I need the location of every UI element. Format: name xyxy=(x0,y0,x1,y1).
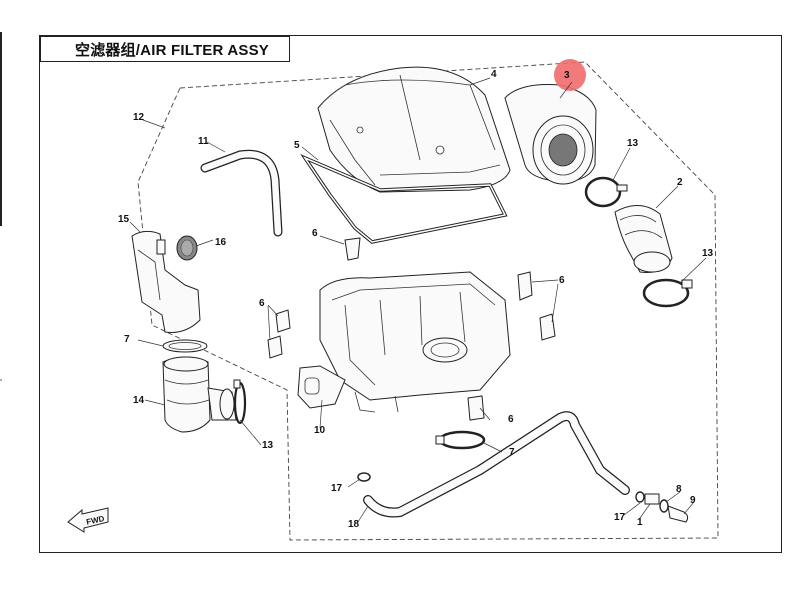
label-7-lower: 7 xyxy=(509,447,515,458)
part-6-clip-c[interactable] xyxy=(539,313,556,341)
label-8: 8 xyxy=(676,484,682,495)
title-box: 空滤器组/AIR FILTER ASSY xyxy=(40,36,290,62)
label-10: 10 xyxy=(314,425,326,436)
part-7-clamp-lower[interactable] xyxy=(435,430,486,450)
part-16-foam[interactable] xyxy=(176,235,198,261)
part-13-clamp-left[interactable] xyxy=(233,379,247,425)
part-6-clip-d[interactable] xyxy=(275,309,291,333)
label-14: 14 xyxy=(133,395,145,406)
label-6-c: 6 xyxy=(259,298,265,309)
diagram-frame xyxy=(39,35,782,553)
label-13-left: 13 xyxy=(262,440,274,451)
part-2-intake-boot[interactable] xyxy=(614,205,673,273)
label-17-right: 17 xyxy=(614,512,626,523)
part-15-intake-duct[interactable] xyxy=(131,230,201,333)
part-18-drain-hose[interactable] xyxy=(363,411,630,518)
fwd-arrow: FWD xyxy=(67,507,109,533)
label-6-a: 6 xyxy=(312,228,318,239)
part-11-breather-hose[interactable] xyxy=(200,149,283,237)
label-2: 2 xyxy=(677,177,683,188)
part-17-clip-left[interactable] xyxy=(357,472,371,482)
label-9: 9 xyxy=(690,495,696,506)
diagram-title: 空滤器组/AIR FILTER ASSY xyxy=(75,41,270,59)
part-7-gasket-left[interactable] xyxy=(162,339,208,353)
page-edge-line xyxy=(0,32,2,226)
part-13-clamp-upper[interactable] xyxy=(584,176,628,208)
label-15: 15 xyxy=(118,214,130,225)
part-9-plug[interactable] xyxy=(667,505,689,523)
fwd-label: FWD xyxy=(85,514,105,527)
label-12: 12 xyxy=(133,112,145,123)
label-5: 5 xyxy=(294,140,300,151)
part-6-clip-b[interactable] xyxy=(517,271,533,301)
label-13-top: 13 xyxy=(627,138,639,149)
label-3: 3 xyxy=(564,70,570,81)
label-16: 16 xyxy=(215,237,227,248)
part-3-filter-element[interactable] xyxy=(504,84,597,185)
label-6-b: 6 xyxy=(559,275,565,286)
label-17-left: 17 xyxy=(331,483,343,494)
highlight-circle xyxy=(554,59,586,91)
part-17-clip-right[interactable] xyxy=(635,491,645,503)
part-14-adapter[interactable] xyxy=(162,356,237,433)
part-labels: 12 11 5 4 3 13 2 13 6 6 6 6 15 16 7 14 1… xyxy=(118,69,714,530)
part-1-connector[interactable] xyxy=(644,493,660,505)
label-6-d: 6 xyxy=(508,414,514,425)
part-6-clip-e[interactable] xyxy=(267,335,283,359)
label-7-left: 7 xyxy=(124,334,130,345)
label-4: 4 xyxy=(491,69,497,80)
label-18: 18 xyxy=(348,519,360,530)
label-13-right: 13 xyxy=(702,248,714,259)
leader-lines xyxy=(129,77,707,523)
part-10-filter-box[interactable] xyxy=(297,271,511,413)
label-11: 11 xyxy=(198,136,209,147)
part-6-clip-a[interactable] xyxy=(344,237,361,261)
part-6-clip-f[interactable] xyxy=(467,395,485,421)
part-5-gasket[interactable] xyxy=(300,154,508,244)
label-1: 1 xyxy=(637,517,643,528)
part-13-clamp-right[interactable] xyxy=(642,278,693,308)
assembly-boundary xyxy=(137,61,719,541)
part-4-cover[interactable] xyxy=(317,66,511,193)
